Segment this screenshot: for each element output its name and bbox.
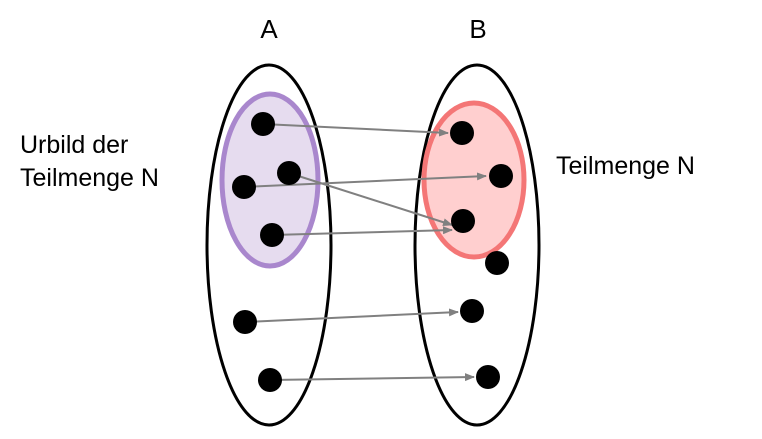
mapping-arrow (244, 308, 459, 323)
set-a-point (260, 223, 284, 247)
set-a-point (277, 161, 301, 185)
set-b-point (451, 209, 475, 233)
set-b-ellipse (413, 63, 541, 427)
set-a-point (251, 112, 275, 136)
set-b-point (485, 251, 509, 275)
mapping-arrow (243, 172, 487, 188)
set-a-point (258, 368, 282, 392)
set-b-point (489, 164, 513, 188)
mapping-arrow (269, 373, 475, 382)
subset-label: Teilmenge N (556, 152, 695, 180)
mapping-arrow (271, 226, 453, 236)
set-b-point (476, 365, 500, 389)
mapping-arrow (262, 123, 449, 137)
set-a-ellipse (205, 63, 333, 427)
preimage-label-line1: Urbild der (20, 131, 128, 159)
preimage-region (219, 91, 321, 269)
set-a-title: A (260, 14, 278, 44)
set-b-point (450, 121, 474, 145)
preimage-label-line2: Teilmenge N (20, 164, 159, 192)
set-a-point (232, 175, 256, 199)
mapping-arrow (288, 172, 453, 227)
set-b-title: B (469, 14, 486, 44)
set-a-point (233, 310, 257, 334)
set-b-point (460, 299, 484, 323)
